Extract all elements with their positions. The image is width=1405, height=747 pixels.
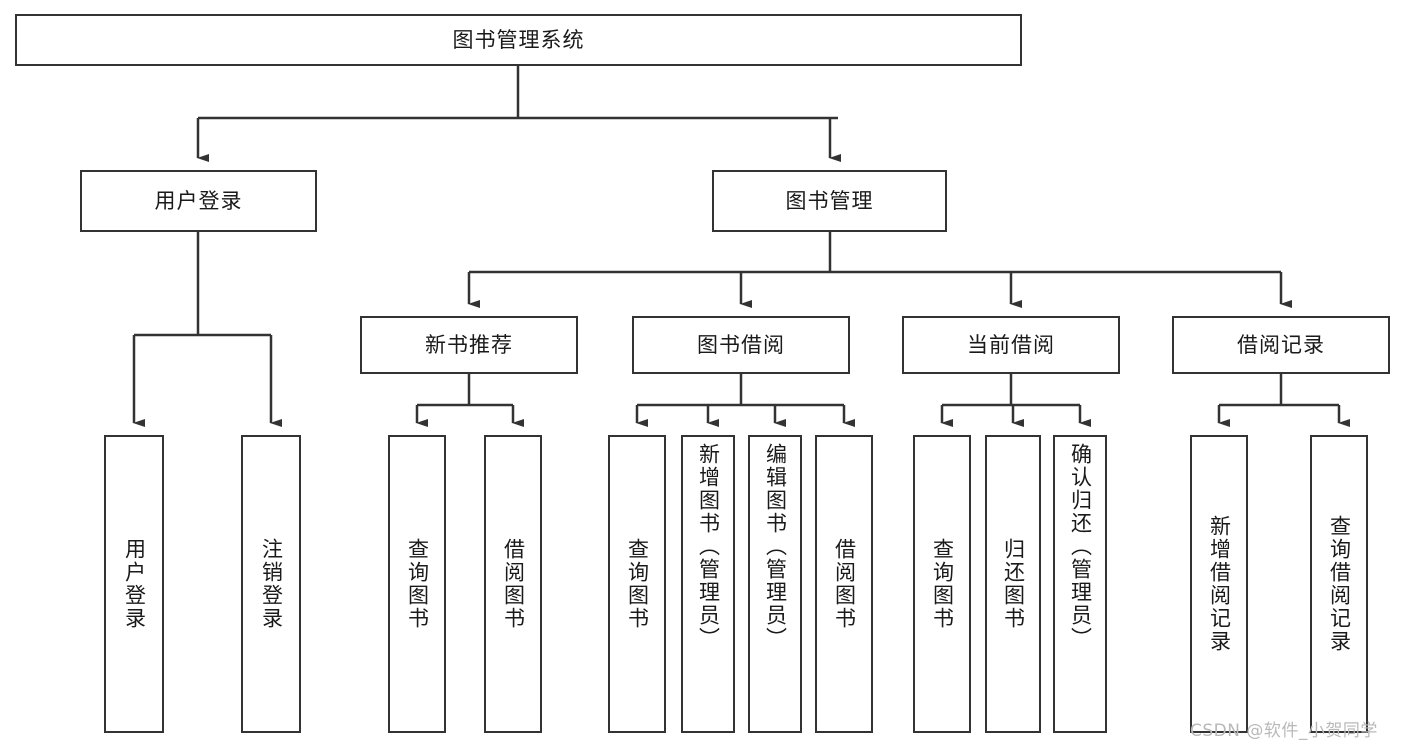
node-leaf-rec-borrow-book-label: 借阅图书 [501, 538, 526, 630]
node-new-book-recommend-label: 新书推荐 [425, 332, 513, 357]
node-root-label: 图书管理系统 [452, 27, 585, 52]
node-book-manage-label: 图书管理 [785, 188, 874, 213]
node-borrow-record-label: 借阅记录 [1237, 332, 1325, 357]
node-book-manage[interactable]: 图书管理 [712, 170, 947, 232]
node-leaf-brw-add-book-label: 新增图书（管理员） [696, 443, 721, 650]
node-leaf-rec-query-book[interactable]: 查询图书 [388, 435, 446, 733]
node-leaf-rec-query-book-label: 查询图书 [405, 538, 430, 630]
node-leaf-rec-add-record-label: 新增借阅记录 [1207, 515, 1232, 653]
node-user-login-label: 用户登录 [154, 188, 243, 213]
node-leaf-brw-query-book[interactable]: 查询图书 [608, 435, 666, 733]
node-leaf-brw-borrow-book-label: 借阅图书 [832, 538, 857, 630]
node-leaf-rec-query-record[interactable]: 查询借阅记录 [1310, 435, 1368, 733]
node-borrow-record[interactable]: 借阅记录 [1172, 316, 1390, 374]
node-book-borrow-label: 图书借阅 [697, 332, 785, 357]
node-new-book-recommend[interactable]: 新书推荐 [360, 316, 578, 374]
node-leaf-rec-query-record-label: 查询借阅记录 [1327, 515, 1352, 653]
node-user-login[interactable]: 用户登录 [80, 170, 317, 232]
node-leaf-brw-edit-book[interactable]: 编辑图书（管理员） [748, 435, 802, 733]
node-leaf-cur-confirm-return-label: 确认归还（管理员） [1068, 443, 1093, 650]
node-leaf-rec-add-record[interactable]: 新增借阅记录 [1190, 435, 1248, 733]
node-leaf-user-logout[interactable]: 注销登录 [241, 435, 301, 733]
node-current-borrow-label: 当前借阅 [967, 332, 1055, 357]
node-leaf-user-logout-label: 注销登录 [259, 538, 284, 630]
node-leaf-brw-query-book-label: 查询图书 [625, 538, 650, 630]
node-leaf-brw-add-book[interactable]: 新增图书（管理员） [681, 435, 735, 733]
node-leaf-cur-return-book-label: 归还图书 [1001, 538, 1026, 630]
node-leaf-cur-return-book[interactable]: 归还图书 [985, 435, 1041, 733]
node-current-borrow[interactable]: 当前借阅 [902, 316, 1120, 374]
csdn-watermark: CSDN @软件_小贺同学 [1190, 721, 1378, 741]
node-leaf-user-login-label: 用户登录 [122, 538, 147, 630]
node-leaf-cur-query-book-label: 查询图书 [930, 538, 955, 630]
node-leaf-brw-edit-book-label: 编辑图书（管理员） [763, 443, 788, 650]
node-root[interactable]: 图书管理系统 [15, 14, 1022, 66]
node-leaf-brw-borrow-book[interactable]: 借阅图书 [815, 435, 873, 733]
node-leaf-rec-borrow-book[interactable]: 借阅图书 [484, 435, 542, 733]
node-leaf-cur-confirm-return[interactable]: 确认归还（管理员） [1053, 435, 1107, 733]
node-leaf-user-login[interactable]: 用户登录 [104, 435, 164, 733]
node-book-borrow[interactable]: 图书借阅 [632, 316, 850, 374]
node-leaf-cur-query-book[interactable]: 查询图书 [913, 435, 971, 733]
